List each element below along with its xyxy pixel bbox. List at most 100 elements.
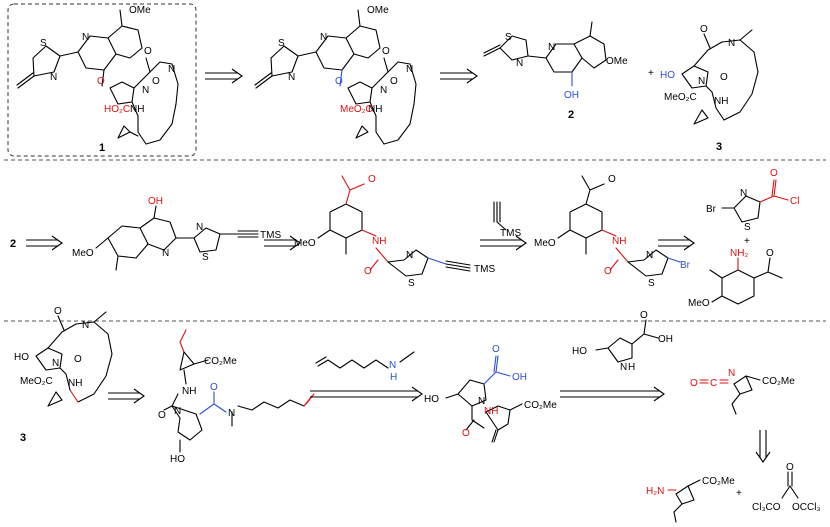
label-o: O xyxy=(720,72,728,83)
label-tms: TMS xyxy=(474,264,495,275)
label-n: N xyxy=(174,406,181,417)
label-o: O xyxy=(97,76,105,87)
label-h: H xyxy=(628,362,635,373)
compound-isocyanate: O C N CO₂Me xyxy=(690,368,795,415)
compound-acid-chloride: Br N S O Cl xyxy=(706,168,799,233)
label-n: N xyxy=(728,38,735,49)
compound-1: OMe N S N O O N N O NH HO₂C 1 xyxy=(16,5,179,154)
label-n: N xyxy=(168,64,175,75)
label-o: O xyxy=(608,174,616,185)
label-o: O xyxy=(786,462,794,473)
label-n: N xyxy=(196,222,203,233)
compound-ester: OMe N S N O O N N O NH MeO₂C xyxy=(254,5,417,145)
label-n: N xyxy=(516,58,523,69)
label-br: Br xyxy=(680,260,691,271)
label-o: O xyxy=(210,382,218,393)
label-ho: HO xyxy=(170,454,185,465)
compound-quinoline-tms: OH N N S MeO TMS xyxy=(72,196,281,271)
label-n: N xyxy=(52,358,59,369)
label-o: O xyxy=(766,248,774,259)
label-nh: NH xyxy=(484,406,498,417)
label-tms: TMS xyxy=(260,230,281,241)
label-meo2c: MeO₂C xyxy=(20,376,53,387)
label-nh: NH xyxy=(372,236,386,247)
label-o: O xyxy=(364,266,372,277)
label-oh: OH xyxy=(658,334,673,345)
retro-arrow xyxy=(264,235,301,251)
label-s: S xyxy=(40,38,47,49)
plus-sign: + xyxy=(744,236,750,247)
retro-arrow xyxy=(26,235,63,251)
label-n: N xyxy=(228,408,235,419)
compound-amino-ester: H₂N CO₂Me xyxy=(646,476,735,523)
compound-aniline: NH₂ O MeO xyxy=(688,248,783,309)
label-nh: NH xyxy=(368,104,382,115)
label-s: S xyxy=(744,222,751,233)
label-c: C xyxy=(710,378,717,389)
label-o: O xyxy=(690,378,698,389)
compound-3-bottom: HO O N N NH O MeO₂C 3 xyxy=(14,306,113,444)
label-o: O xyxy=(144,46,152,57)
target-box xyxy=(7,3,197,157)
plus-sign: + xyxy=(736,488,742,499)
retro-arrow xyxy=(440,68,478,84)
label-compound-2-row2: 2 xyxy=(10,238,16,250)
retro-arrow-tms-acetylene: TMS xyxy=(480,201,527,251)
retro-arrow-down xyxy=(755,430,771,463)
label-occl3: OCCl₃ xyxy=(792,502,821,513)
compound-3-top: HO O N N NH O MeO₂C 3 xyxy=(660,24,759,153)
label-oh: OH xyxy=(564,90,579,101)
label-n: N xyxy=(162,248,169,259)
label-s: S xyxy=(648,278,655,289)
label-ho2c: HO₂C xyxy=(104,104,130,115)
label-tms: TMS xyxy=(500,228,521,239)
label-ho: HO xyxy=(424,394,439,405)
label-n: N xyxy=(646,250,653,261)
compound-amide-tms: O NH O MeO N S TMS xyxy=(294,174,495,289)
label-n: N xyxy=(380,85,387,96)
label-o: O xyxy=(54,306,62,317)
label-n: N xyxy=(740,188,747,199)
label-o: O xyxy=(390,76,398,87)
label-meo: MeO xyxy=(72,248,94,259)
label-s: S xyxy=(278,38,285,49)
label-compound-3: 3 xyxy=(716,141,722,153)
label-meo2c: MeO₂C xyxy=(340,104,373,115)
label-o: O xyxy=(640,310,648,321)
label-n: N xyxy=(50,72,57,83)
compound-diene-urea: CO₂Me NH O N O N HO xyxy=(158,329,315,465)
label-s: S xyxy=(408,278,415,289)
label-s: S xyxy=(505,32,512,43)
label-n: N xyxy=(288,72,295,83)
compound-2-top: S N N OMe OH 2 xyxy=(483,21,628,121)
label-o: O xyxy=(462,428,470,439)
label-n: N xyxy=(548,42,555,53)
label-meo2c: MeO₂C xyxy=(664,92,697,103)
retro-arrow xyxy=(205,68,243,84)
label-o: O xyxy=(158,410,166,421)
label-h2n: H₂N xyxy=(646,486,664,497)
label-br: Br xyxy=(706,204,717,215)
label-cl: Cl xyxy=(790,196,799,207)
label-nh: NH xyxy=(182,386,196,397)
retro-arrow xyxy=(658,235,695,251)
label-compound-2: 2 xyxy=(568,109,574,121)
compound-amide-br: O NH O MeO N S Br xyxy=(534,174,691,289)
label-compound-3-row3: 3 xyxy=(20,432,26,444)
label-meo: MeO xyxy=(534,238,556,249)
label-o: O xyxy=(368,174,376,185)
label-co2me: CO₂Me xyxy=(702,476,735,487)
retro-arrow-amine: N H xyxy=(310,351,423,402)
label-co2me: CO₂Me xyxy=(524,400,557,411)
retro-arrow-hydroxyproline: HO OH O N H xyxy=(560,310,673,402)
label-ho: HO xyxy=(572,346,587,357)
label-oh: OH xyxy=(148,196,163,207)
label-nh2: NH₂ xyxy=(730,248,748,259)
label-nh: NH xyxy=(68,378,82,389)
label-n: N xyxy=(389,360,396,371)
compound-triphosgene: O Cl₃CO OCCl₃ xyxy=(752,462,821,513)
label-compound-1: 1 xyxy=(99,142,105,154)
label-n: N xyxy=(142,85,149,96)
label-ho: HO xyxy=(660,70,675,81)
